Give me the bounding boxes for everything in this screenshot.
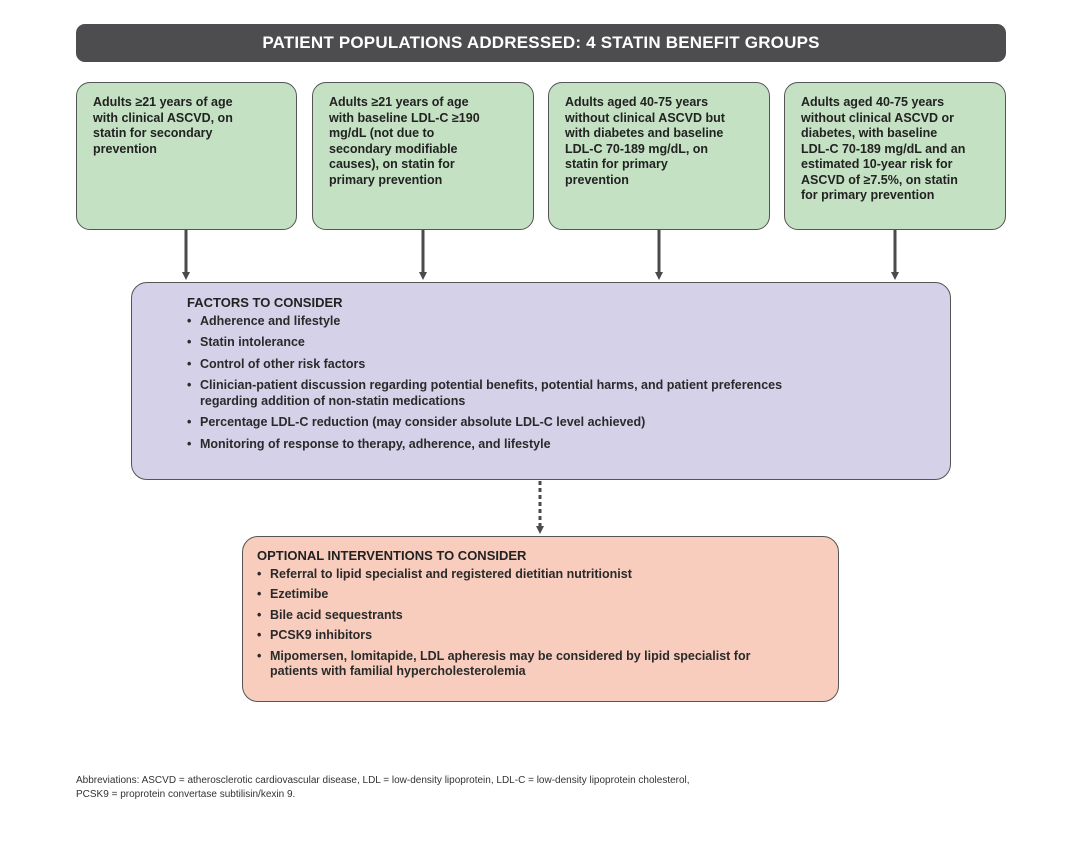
abbreviations-footnote: Abbreviations: ASCVD = atherosclerotic c… [76,774,876,802]
population-line: Adults aged 40-75 years [801,95,945,109]
population-line: primary prevention [329,172,443,187]
population-box-4: Adults aged 40-75 years without clinical… [784,82,1006,230]
factors-box: FACTORS TO CONSIDER Adherence and lifest… [131,282,951,480]
population-line: ASCVD of ≥7.5%, on statin [801,172,958,187]
population-line: prevention [565,172,629,187]
population-line: prevention [93,141,157,156]
optional-interventions-box: OPTIONAL INTERVENTIONS TO CONSIDER Refer… [242,536,839,702]
population-line: statin for secondary [93,126,213,140]
population-line: with clinical ASCVD, on [93,110,233,125]
factors-title: FACTORS TO CONSIDER [187,295,343,310]
population-line: for primary prevention [801,188,935,202]
population-line: LDL-C 70-189 mg/dL and an [801,141,966,156]
diagram-title-banner: PATIENT POPULATIONS ADDRESSED: 4 STATIN … [76,24,1006,62]
footnote-line: PCSK9 = proprotein convertase subtilisin… [76,789,296,800]
diagram-title: PATIENT POPULATIONS ADDRESSED: 4 STATIN … [262,33,820,52]
population-box-3: Adults aged 40-75 years without clinical… [548,82,770,230]
optional-title: OPTIONAL INTERVENTIONS TO CONSIDER [257,548,527,563]
factor-item: Control of other risk factors [187,357,930,373]
population-line: without clinical ASCVD but [565,110,725,125]
intervention-item: Ezetimibe [257,587,822,603]
footnote-line: Abbreviations: ASCVD = atherosclerotic c… [76,775,690,786]
factor-item: Percentage LDL-C reduction (may consider… [187,415,930,431]
population-line: Adults ≥21 years of age [93,95,233,109]
population-box-2: Adults ≥21 years of age with baseline LD… [312,82,534,230]
population-line: without clinical ASCVD or [801,110,955,125]
population-line: diabetes, with baseline [801,126,938,140]
intervention-item: PCSK9 inhibitors [257,628,822,644]
factor-item: Adherence and lifestyle [187,314,930,330]
population-line: Adults ≥21 years of age [329,95,469,109]
factor-item: Clinician-patient discussion regarding p… [187,378,840,409]
population-line: LDL-C 70-189 mg/dL, on [565,141,709,156]
intervention-item: Bile acid sequestrants [257,608,822,624]
population-line: mg/dL (not due to [329,126,435,140]
factor-item: Statin intolerance [187,335,930,351]
intervention-item: Referral to lipid specialist and registe… [257,567,822,583]
intervention-item: Mipomersen, lomitapide, LDL apheresis ma… [257,649,795,680]
population-line: causes), on statin for [329,157,455,171]
population-line: Adults aged 40-75 years [565,95,709,109]
factor-item: Monitoring of response to therapy, adher… [187,437,930,453]
population-box-1: Adults ≥21 years of age with clinical AS… [76,82,297,230]
population-line: with diabetes and baseline [565,126,724,140]
population-line: secondary modifiable [329,141,458,156]
population-line: estimated 10-year risk for [801,157,953,171]
population-line: with baseline LDL-C ≥190 [329,110,480,125]
population-line: statin for primary [565,157,668,171]
